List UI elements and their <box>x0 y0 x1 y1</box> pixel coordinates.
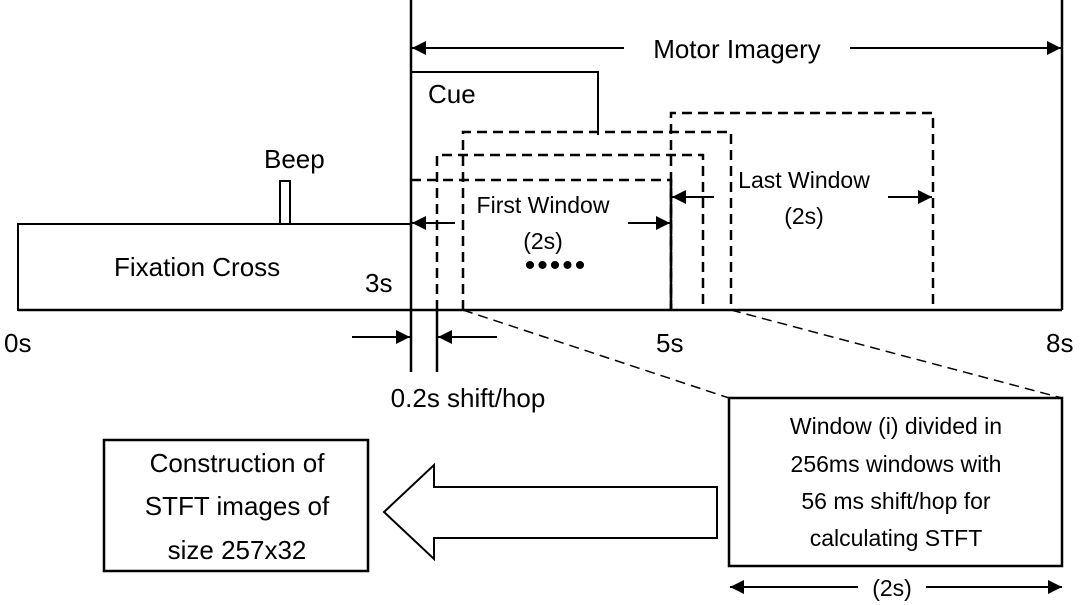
stft-duration-label: (2s) <box>872 575 912 601</box>
ellipsis-dots: ••••• <box>525 249 588 282</box>
time-label-0s: 0s <box>4 328 31 358</box>
first-window-duration: (2s) <box>523 228 563 254</box>
first-window-label: First Window <box>477 192 610 218</box>
zoom-line-left <box>462 309 730 399</box>
motor-imagery-label: Motor Imagery <box>653 34 821 64</box>
stft-box-line-2: 256ms windows with <box>791 451 1002 477</box>
construction-box <box>102 438 370 573</box>
beep-marker <box>279 180 291 225</box>
shift-hop-label: 0.2s shift/hop <box>391 383 546 413</box>
cue-block <box>411 71 599 135</box>
third-window-frame <box>461 130 733 310</box>
timeline <box>18 0 1064 372</box>
stft-box-line-3: 56 ms shift/hop for <box>801 488 991 514</box>
fixation-cross-block <box>17 223 412 311</box>
stft-box-line-4: calculating STFT <box>810 525 983 551</box>
beep-label: Beep <box>264 144 325 174</box>
time-label-3s: 3s <box>365 268 392 298</box>
stft-box-line-1: Window (i) divided in <box>790 413 1002 439</box>
last-window-label: Last Window <box>738 167 870 193</box>
zoom-line-right <box>730 309 1063 399</box>
cue-label: Cue <box>428 79 476 109</box>
fixation-cross-label: Fixation Cross <box>114 252 280 282</box>
last-window-frame <box>669 111 935 310</box>
stft-window-box <box>727 396 1064 568</box>
time-label-8s: 8s <box>1046 328 1073 358</box>
time-label-5s: 5s <box>656 328 683 358</box>
second-window-frame <box>435 153 705 310</box>
construction-line-3: size 257x32 <box>168 535 307 565</box>
hollow-arrow-left <box>382 462 718 562</box>
sliding-windows <box>411 111 935 310</box>
construction-line-2: STFT images of <box>145 491 330 521</box>
construction-line-1: Construction of <box>150 448 326 478</box>
last-window-duration: (2s) <box>784 203 824 229</box>
